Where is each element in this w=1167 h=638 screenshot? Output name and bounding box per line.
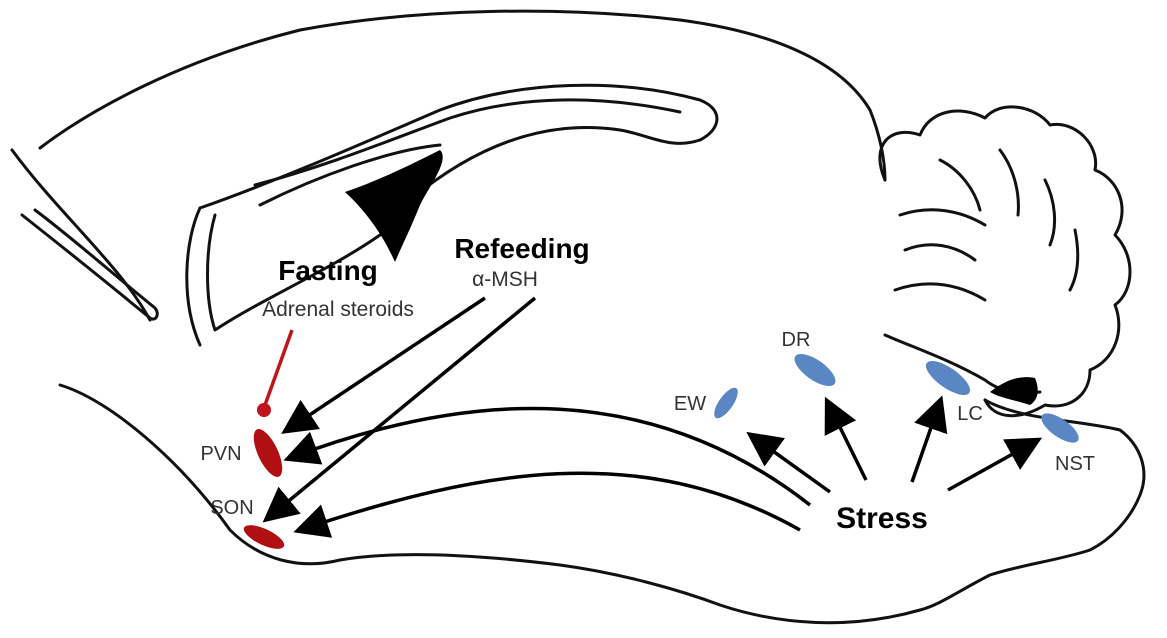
alpha-msh-label: α-MSH [472,268,538,291]
arrow-stress-to-nst [948,441,1036,490]
stress-label: Stress [836,502,928,535]
olfactory-bulb-outline [22,210,157,319]
dr-nucleus [790,348,841,392]
refeeding-label: Refeeding [454,233,589,264]
arrow-stress-to-son [300,473,800,530]
ventral-outline [60,385,920,623]
brainstem-outline [920,400,1144,610]
dr-label: DR [782,329,811,351]
son-label: SON [210,497,253,519]
son-nucleus [241,520,288,553]
ew-label: EW [674,393,706,415]
fourth-ventricle [990,377,1038,405]
pvn-nucleus [248,425,288,481]
lateral-ventricle [345,150,443,262]
arrow-msh-to-son [268,298,535,518]
arrow-stress-to-pvn [290,408,810,505]
adrenal-steroids-label: Adrenal steroids [262,298,414,321]
frontal-outline [12,150,150,320]
arrow-stress-to-lc [912,402,940,482]
arrow-stress-to-ew [752,436,830,492]
ew-nucleus [710,384,742,422]
callosum-inner [255,100,680,185]
pvn-label: PVN [200,443,241,465]
nst-label: NST [1055,453,1095,475]
cerebellum-folia [895,150,1078,300]
cerebellum-outline [880,107,1130,416]
arrow-stress-to-dr [828,403,866,480]
adrenal-inhibitory-end [257,403,271,417]
cortex-outline [40,11,885,180]
nst-nucleus [1037,408,1083,448]
fasting-label: Fasting [278,255,378,286]
adrenal-inhibitory-line [265,330,292,405]
lc-label: LC [957,403,983,425]
